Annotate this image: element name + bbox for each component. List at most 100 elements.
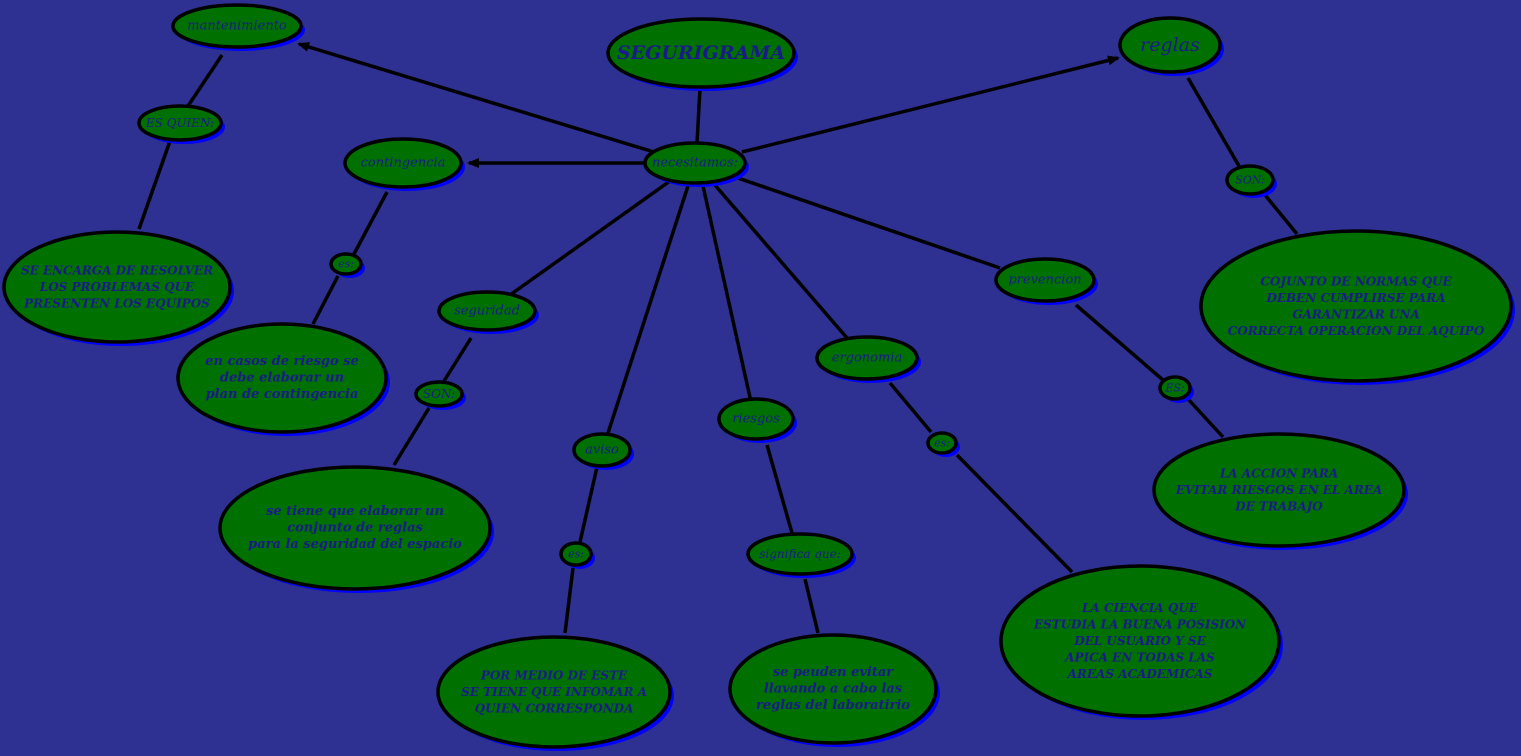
edge-reglas-link <box>1186 77 1241 167</box>
node-label: reglas del laboratirio <box>756 698 910 713</box>
node-label: contingencia <box>361 156 446 171</box>
node-contingencia: contingencia <box>343 137 465 191</box>
node-label: para la seguridad del espacio <box>248 537 462 552</box>
node-ellipse <box>176 322 388 434</box>
node-riesgos: riesgos <box>717 397 797 443</box>
node-reglas: reglas <box>1118 16 1224 76</box>
edge-reglas-desc <box>1263 193 1299 236</box>
node-ellipse <box>343 137 463 189</box>
node-ellipse <box>171 3 303 49</box>
node-seguridad-link: SON: <box>414 380 466 410</box>
node-title: SEGURIGRAMA <box>606 17 798 91</box>
edge-prevencion-link <box>1074 303 1165 382</box>
node-label: prevencion <box>1008 273 1081 288</box>
node-label: seguridad <box>454 304 520 319</box>
edge-contingencia-desc <box>311 275 340 325</box>
node-label: aviso <box>585 443 619 458</box>
node-label: LOS PROBLEMAS QUE <box>39 280 195 294</box>
node-ellipse <box>926 431 958 455</box>
node-label: SE ENCARGA DE RESOLVER <box>21 264 213 278</box>
edge-seguridad-desc <box>392 407 431 466</box>
node-ellipse <box>436 635 672 749</box>
edge-ergonomia-desc <box>955 453 1074 574</box>
edge-hub-mantenimiento <box>297 42 655 154</box>
node-label: PRESENTEN LOS EQUIPOS <box>23 297 210 311</box>
node-ellipse <box>1199 229 1513 383</box>
node-ellipse <box>2 230 232 344</box>
node-ellipse <box>559 541 593 567</box>
node-ellipse <box>1225 164 1275 196</box>
node-label: es: <box>934 437 950 450</box>
node-ellipse <box>414 380 464 408</box>
node-aviso-link: es: <box>559 541 595 569</box>
node-seguridad: seguridad <box>437 290 539 334</box>
node-label: ESTUDIA LA BUENA POSISION <box>1033 618 1247 632</box>
edge-ergonomia-link <box>888 381 933 434</box>
node-ellipse <box>329 252 363 276</box>
node-prevencion: prevencion <box>994 257 1098 305</box>
node-ergonomia-link: es: <box>926 431 960 457</box>
node-hub: necesitamos: <box>643 141 749 187</box>
node-mantenimiento: mantenimiento <box>171 3 305 51</box>
node-ellipse <box>437 290 537 332</box>
edge-hub-prevencion <box>734 175 1001 270</box>
edge-contingencia-link <box>352 191 389 255</box>
node-ellipse <box>746 532 854 576</box>
node-label: DEBEN CUMPLIRSE PARA <box>1265 291 1445 305</box>
node-label: ES: <box>1164 382 1184 395</box>
edge-hub-reglas <box>741 55 1120 154</box>
node-label: GARANTIZAR UNA <box>1292 307 1419 321</box>
node-label: se tiene que elaborar un <box>266 504 444 519</box>
node-ellipse <box>717 397 795 441</box>
node-label: POR MEDIO DE ESTE <box>480 669 628 683</box>
node-label: APICA EN TODAS LAS <box>1064 651 1215 665</box>
node-label: plan de contingencia <box>206 387 359 402</box>
node-label: AREAS ACADEMICAS <box>1067 667 1213 681</box>
edge-prevencion-desc <box>1186 397 1225 439</box>
node-riesgos-link: significa que: <box>746 532 856 578</box>
edge-seguridad-link <box>442 337 473 382</box>
node-label: CORRECTA OPERACION DEL AQUIPO <box>1228 324 1485 338</box>
node-ergonomia-desc: LA CIENCIA QUE ESTUDIA LA BUENA POSISION D… <box>999 564 1283 720</box>
node-label: es: <box>338 258 354 271</box>
edge-aviso-desc <box>563 567 575 634</box>
node-ellipse <box>994 257 1096 303</box>
node-label: conjunto de reglas <box>287 521 423 536</box>
edge-title-hub <box>695 87 702 144</box>
node-contingencia-link: es: <box>329 252 365 278</box>
connector-lines <box>137 42 1299 634</box>
node-label: llavando a cabo las <box>764 682 903 697</box>
node-ellipse <box>606 17 796 89</box>
node-label: COJUNTO DE NORMAS QUE <box>1260 274 1452 288</box>
node-label: SON: <box>423 387 455 401</box>
node-reglas-link: SON: <box>1225 164 1277 198</box>
edge-mantenimiento-link <box>186 54 224 107</box>
node-ellipse <box>572 432 632 468</box>
node-label: EVITAR RIESGOS EN EL AREA <box>1175 483 1383 497</box>
node-label: DEL USUARIO Y SE <box>1073 634 1206 648</box>
node-label: QUIEN CORRESPONDA <box>475 702 634 716</box>
node-mantenimiento-link: ES QUIEN: <box>137 104 225 144</box>
node-label: ES QUIEN: <box>145 116 214 130</box>
node-ellipse <box>1158 375 1192 401</box>
node-label: LA CIENCIA QUE <box>1081 601 1199 615</box>
node-label: reglas <box>1140 34 1200 56</box>
node-seguridad-desc: se tiene que elaborar un conjunto de regl… <box>218 465 494 593</box>
node-label: se peuden evitar <box>773 665 894 680</box>
edge-mantenimiento-desc <box>137 140 172 230</box>
node-label: en casos de riesgo se <box>205 354 359 369</box>
node-label: significa que: <box>759 547 841 561</box>
node-label: SEGURIGRAMA <box>617 42 785 64</box>
edge-riesgos-link <box>765 444 794 534</box>
node-label: necesitamos: <box>652 156 738 171</box>
node-ellipse <box>999 564 1281 718</box>
node-riesgos-desc: se peuden evitar llavando a cabo lasregla… <box>728 633 940 747</box>
node-mantenimiento-desc: SE ENCARGA DE RESOLVER LOS PROBLEMAS QUE P… <box>2 230 234 346</box>
node-label: debe elaborar un <box>220 371 344 386</box>
node-prevencion-link: ES: <box>1158 375 1194 403</box>
node-label: riesgos <box>732 412 780 427</box>
node-ellipse <box>1118 16 1222 74</box>
node-label: SE TIENE QUE INFOMAR A <box>461 685 647 699</box>
